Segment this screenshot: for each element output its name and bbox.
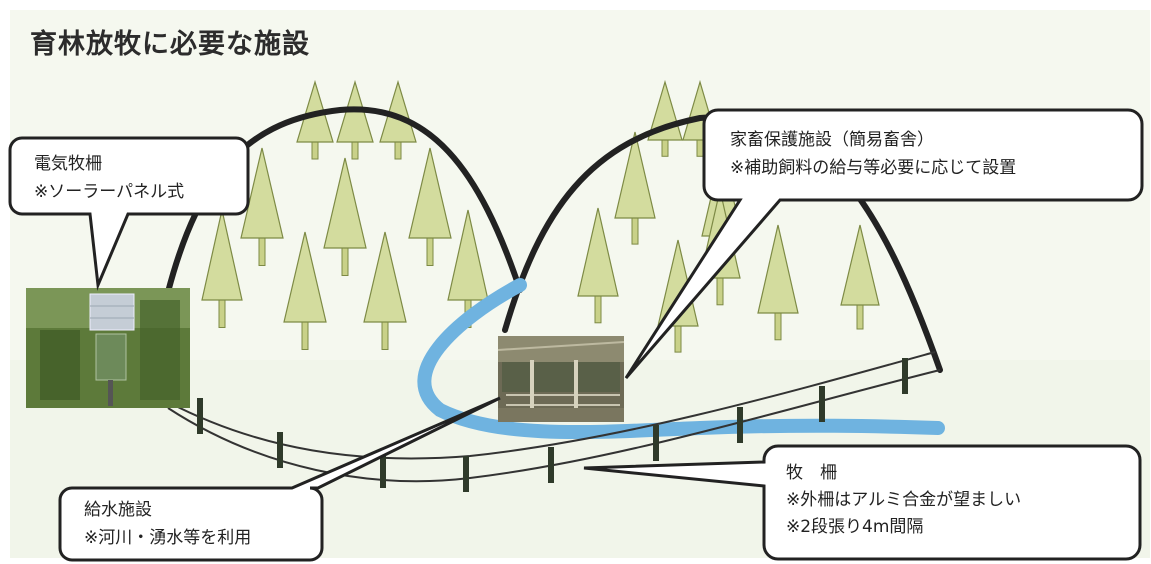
callout-pasture-fence-bubble [583, 444, 1142, 561]
electric-fence-label: 電気牧柵 [34, 154, 102, 174]
tree-5 [323, 157, 367, 276]
fence-post-4 [463, 456, 469, 492]
pasture-fence-label: 牧 柵 [786, 463, 837, 483]
water-supply-note: ※河川・湧水等を利用 [84, 528, 252, 548]
pasture-fence-note-2: ※2段張り4m間隔 [786, 517, 924, 537]
callout-livestock-shelter-text: 家畜保護施設（簡易畜舎） ※補助飼料の給与等必要に応じて設置 [730, 126, 1016, 182]
callout-water-supply-bubble [58, 396, 501, 562]
water-supply-label: 給水施設 [84, 500, 152, 520]
fence-post-2 [277, 432, 283, 468]
tree-13 [614, 131, 656, 245]
tree-15 [577, 207, 619, 324]
fence-post-8 [819, 386, 825, 422]
tree-6 [408, 147, 452, 266]
callout-electric-fence-text: 電気牧柵 ※ソーラーパネル式 [34, 150, 184, 206]
tree-4 [240, 147, 284, 266]
fence-post-1 [197, 398, 203, 434]
fence-wire-upper [167, 351, 936, 460]
fence-post-5 [548, 447, 554, 483]
fence-posts [197, 358, 908, 492]
tree-17 [757, 224, 799, 341]
fence-post-6 [653, 425, 659, 461]
callout-livestock-shelter-bubble [624, 108, 1144, 379]
fence-post-7 [737, 407, 743, 443]
fence-post-9 [902, 358, 908, 394]
shelter-photo [497, 336, 625, 422]
stream [417, 278, 945, 440]
livestock-shelter-label: 家畜保護施設（簡易畜舎） [730, 130, 934, 150]
livestock-shelter-note: ※補助飼料の給与等必要に応じて設置 [730, 158, 1017, 178]
tree-9 [363, 231, 407, 350]
tree-8 [283, 231, 327, 350]
pasture-fence-note-1: ※外柵はアルミ合金が望ましい [786, 490, 1022, 510]
callout-water-supply-text: 給水施設 ※河川・湧水等を利用 [84, 496, 251, 552]
page-title: 育林放牧に必要な施設 [30, 29, 310, 60]
callout-electric-fence-bubble [8, 136, 250, 291]
fence-wire-lower [167, 369, 941, 483]
callout-pasture-fence-text: 牧 柵 ※外柵はアルミ合金が望ましい ※2段張り4m間隔 [786, 460, 1021, 541]
fence-post-3 [380, 452, 386, 488]
tree-7 [201, 209, 243, 328]
electric-fence-note: ※ソーラーパネル式 [34, 182, 185, 202]
solar-panel-photo [26, 288, 190, 408]
tree-18 [840, 224, 880, 330]
